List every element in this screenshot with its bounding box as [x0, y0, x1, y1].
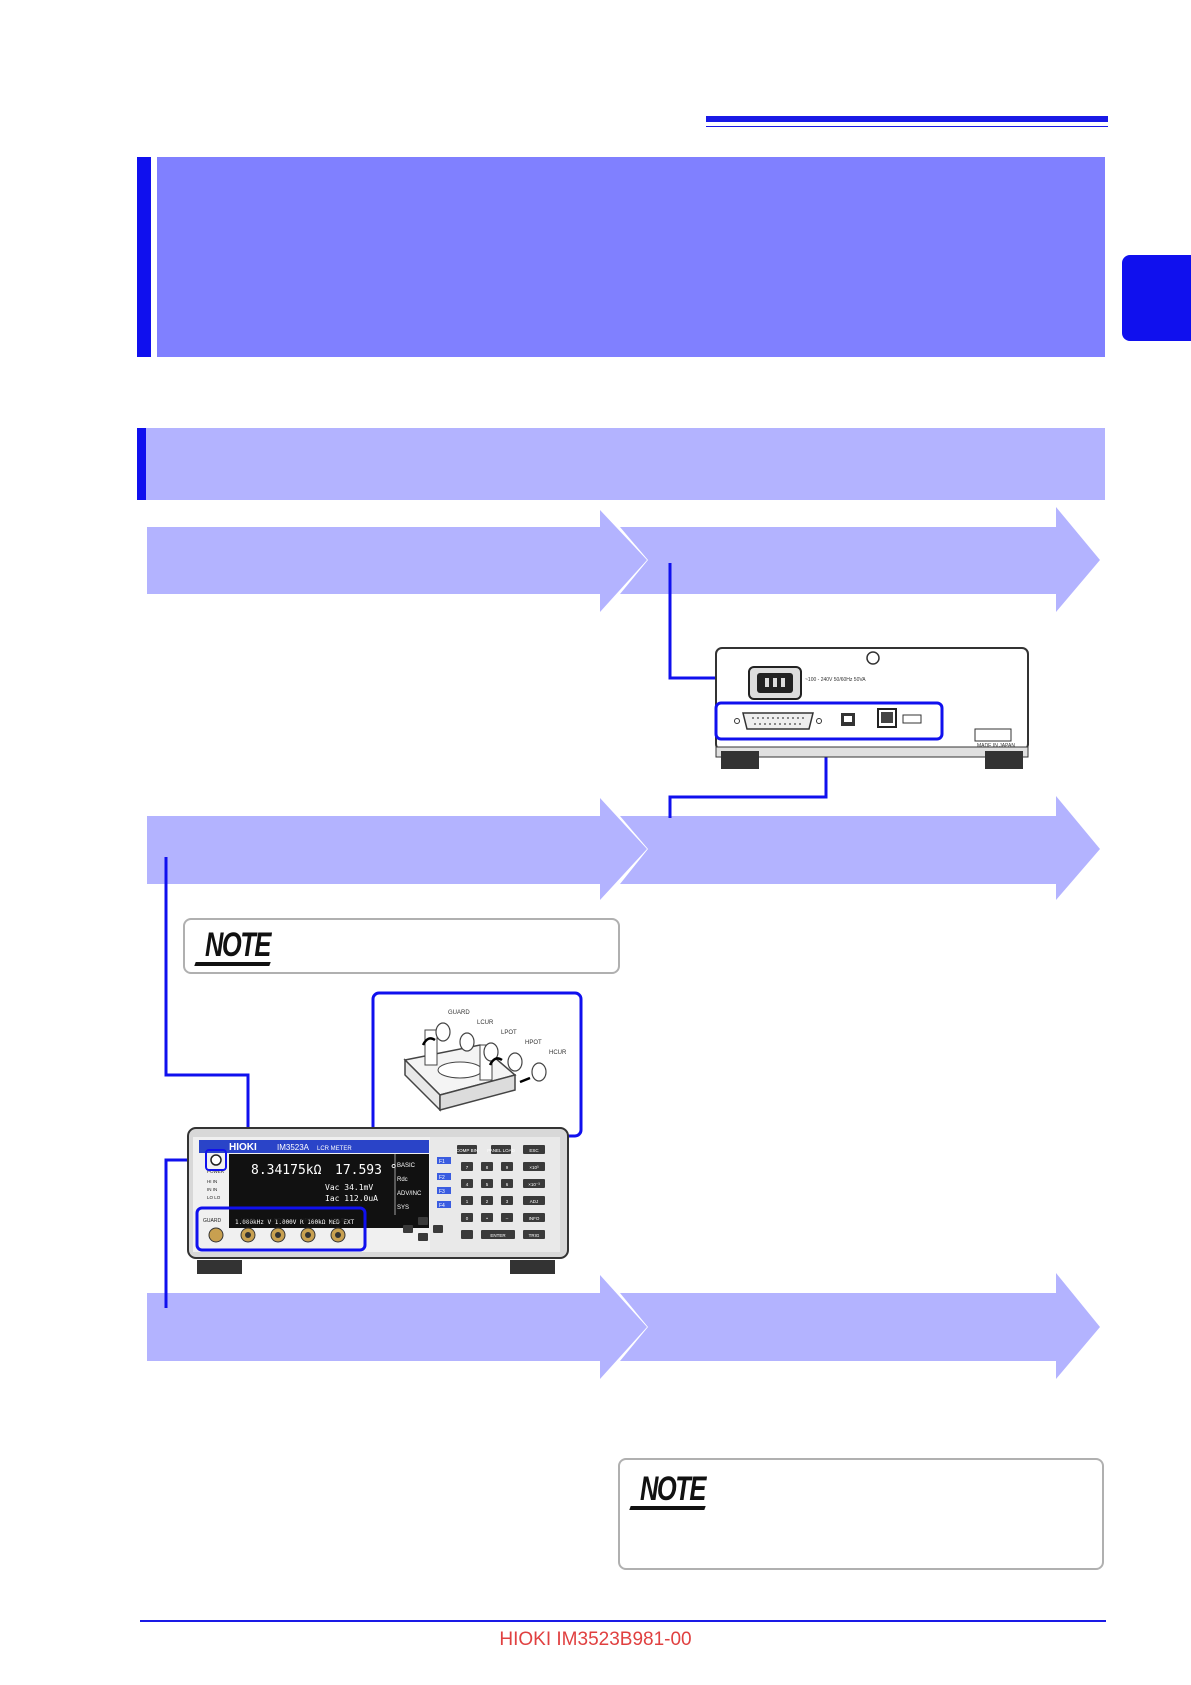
chapter-title-bar-gap	[151, 157, 157, 357]
flow-step-5	[147, 1275, 647, 1379]
footer-document-id: HIOKI IM3523B981-00	[499, 1629, 692, 1650]
terminal-label-hcur: HCUR	[331, 1218, 346, 1224]
key-minus: –	[506, 1216, 509, 1221]
made-in-label: MADE IN JAPAN	[977, 743, 1015, 749]
key-dot: •	[486, 1216, 488, 1221]
key-esc: ESC	[529, 1148, 539, 1153]
lcd-menu-sys: SYS	[397, 1205, 409, 1211]
fixture-label-hcur: HCUR	[549, 1050, 567, 1056]
lcd-monitor-current: Iac 112.0uA	[325, 1194, 378, 1203]
power-label: POWER	[207, 1169, 225, 1174]
note-logo-1: NOTE	[205, 926, 271, 964]
chapter-title-band	[137, 157, 1105, 357]
chapter-side-tab	[1122, 255, 1191, 341]
rear-panel-illustration: ~100 - 240V 50/60Hz 50VA MADE IN JAPAN	[714, 647, 1029, 769]
header-rule-thin	[706, 126, 1108, 127]
key-info: INFO	[529, 1216, 540, 1221]
power-rating-text: ~100 - 240V 50/60Hz 50VA	[805, 677, 866, 683]
flow-step-4	[620, 796, 1100, 900]
brand-label: HIOKI	[229, 1142, 257, 1153]
key-enter: ENTER	[490, 1233, 506, 1238]
note-logo-2: NOTE	[640, 1470, 706, 1508]
type-label: LCR METER	[317, 1146, 352, 1152]
flow-step-2	[620, 507, 1100, 612]
note-box-2: NOTE	[618, 1458, 1104, 1570]
flow-step-6	[620, 1273, 1100, 1379]
fkey-1: F1	[439, 1159, 445, 1165]
terminal-label-guard: GUARD	[203, 1218, 221, 1224]
lcd-secondary-reading: 17.593 °	[335, 1163, 398, 1178]
key-8: 8	[486, 1165, 489, 1170]
key-2: 2	[486, 1199, 489, 1204]
note-box-1: NOTE	[183, 918, 620, 974]
key-7: 7	[466, 1165, 469, 1170]
fixture-label-guard: GUARD	[448, 1010, 470, 1016]
note-underline-1	[194, 962, 271, 966]
fixture-label-hpot: HPOT	[525, 1040, 542, 1046]
key-x10-minus3: ×10⁻³	[528, 1182, 540, 1187]
fixture-callout: GUARD LCUR LPOT HPOT HCUR	[348, 991, 583, 1211]
flow-step-3	[147, 798, 647, 900]
key-panel-load: PANEL LOAD	[487, 1148, 516, 1153]
terminal-label-hpot: HPOT	[301, 1218, 315, 1224]
key-3: 3	[506, 1199, 509, 1204]
lcd-menu-rdc: Rdc	[397, 1177, 408, 1183]
key-5: 5	[486, 1182, 489, 1187]
terminal-label-lcur: LCUR	[241, 1218, 255, 1224]
key-adj: ADJ	[530, 1199, 539, 1204]
front-panel-illustration: HIOKI IM3523A LCR METER 8.34175kΩ 17.593…	[187, 1127, 569, 1274]
key-1: 1	[466, 1199, 469, 1204]
footer-rule	[140, 1620, 1106, 1622]
fkey-2: F2	[439, 1175, 445, 1181]
key-comp-bin: COMP BIN	[456, 1148, 478, 1153]
fixture-label-lcur: LCUR	[477, 1020, 494, 1026]
section-heading-band	[137, 428, 1105, 500]
lcd-menu-basic: BASIC	[397, 1163, 416, 1169]
lcd-monitor-voltage: Vac 34.1mV	[325, 1183, 373, 1192]
key-6: 6	[506, 1182, 509, 1187]
power-switch-icon	[210, 1154, 222, 1166]
left-status-1: HI IN	[207, 1179, 217, 1184]
lcd-status-row: 1.000kHz V 1.000V R 100kΩ MED EXT	[235, 1219, 355, 1226]
model-label: IM3523A	[277, 1143, 310, 1152]
fixture-label-lpot: LPOT	[501, 1030, 517, 1036]
key-x10-3: ×10³	[529, 1165, 539, 1170]
connector-interfaces	[668, 740, 828, 818]
lcd-menu-adv: ADV/INC	[397, 1191, 422, 1197]
key-9: 9	[506, 1165, 509, 1170]
left-status-3: LO LO	[207, 1195, 221, 1200]
fkey-3: F3	[439, 1189, 445, 1195]
key-0: 0	[466, 1216, 469, 1221]
flow-step-1	[147, 510, 647, 612]
header-rule-thick	[706, 116, 1108, 122]
connector-power-inlet	[668, 563, 725, 680]
key-4: 4	[466, 1182, 469, 1187]
section-heading-bar	[137, 428, 146, 500]
key-trig: TRIG	[529, 1233, 540, 1238]
lcd-main-reading: 8.34175kΩ	[251, 1163, 322, 1178]
left-status-2: IN IN	[207, 1187, 217, 1192]
note-underline-2	[629, 1506, 706, 1510]
terminal-label-lpot: LPOT	[271, 1218, 284, 1224]
fkey-4: F4	[439, 1203, 445, 1209]
